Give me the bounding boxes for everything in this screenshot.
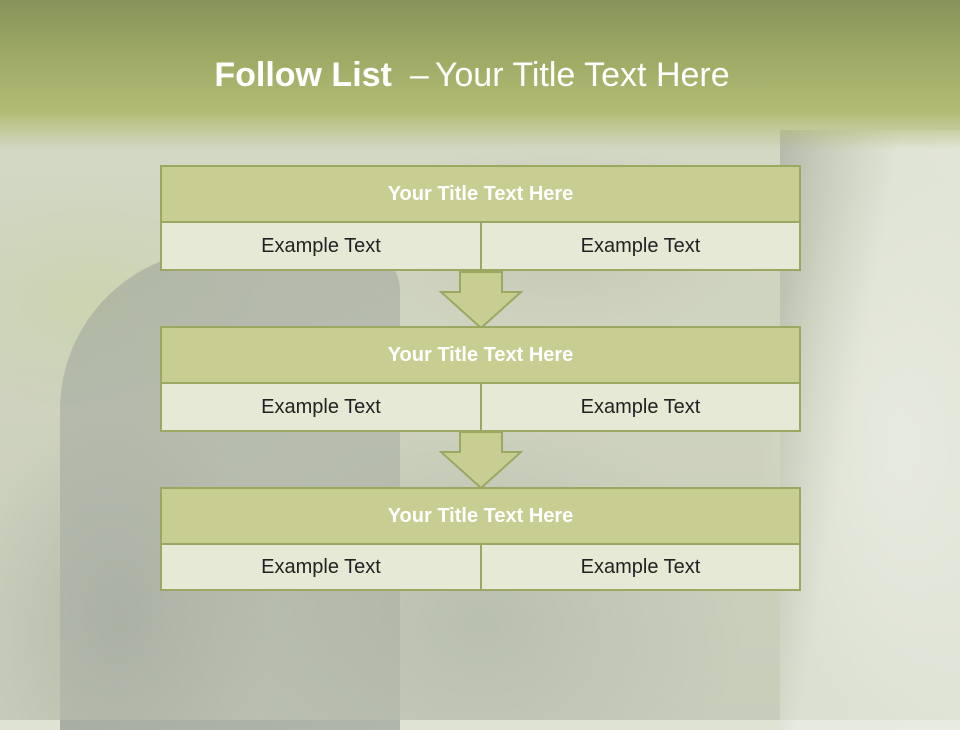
down-arrow-icon — [439, 431, 523, 489]
list-block-2: Your Title Text Here Example Text Exampl… — [160, 326, 801, 432]
block-left-text: Example Text — [160, 221, 482, 271]
list-block-3: Your Title Text Here Example Text Exampl… — [160, 487, 801, 593]
slide-title-dash: – — [409, 56, 429, 94]
block-title: Your Title Text Here — [160, 487, 801, 545]
slide-title-rest: Your Title Text Here — [434, 56, 730, 94]
block-title: Your Title Text Here — [160, 326, 801, 384]
block-left-text: Example Text — [160, 543, 482, 591]
block-left-text: Example Text — [160, 382, 482, 432]
block-right-text: Example Text — [480, 543, 801, 591]
slide-title-bold: Follow List — [214, 56, 392, 94]
block-right-text: Example Text — [480, 382, 801, 432]
list-block-1: Your Title Text Here Example Text Exampl… — [160, 165, 801, 271]
block-title: Your Title Text Here — [160, 165, 801, 223]
down-arrow-icon — [439, 271, 523, 329]
slide-title: Follow List–Your Title Text Here — [0, 52, 944, 98]
title-band — [0, 0, 960, 150]
block-right-text: Example Text — [480, 221, 801, 271]
